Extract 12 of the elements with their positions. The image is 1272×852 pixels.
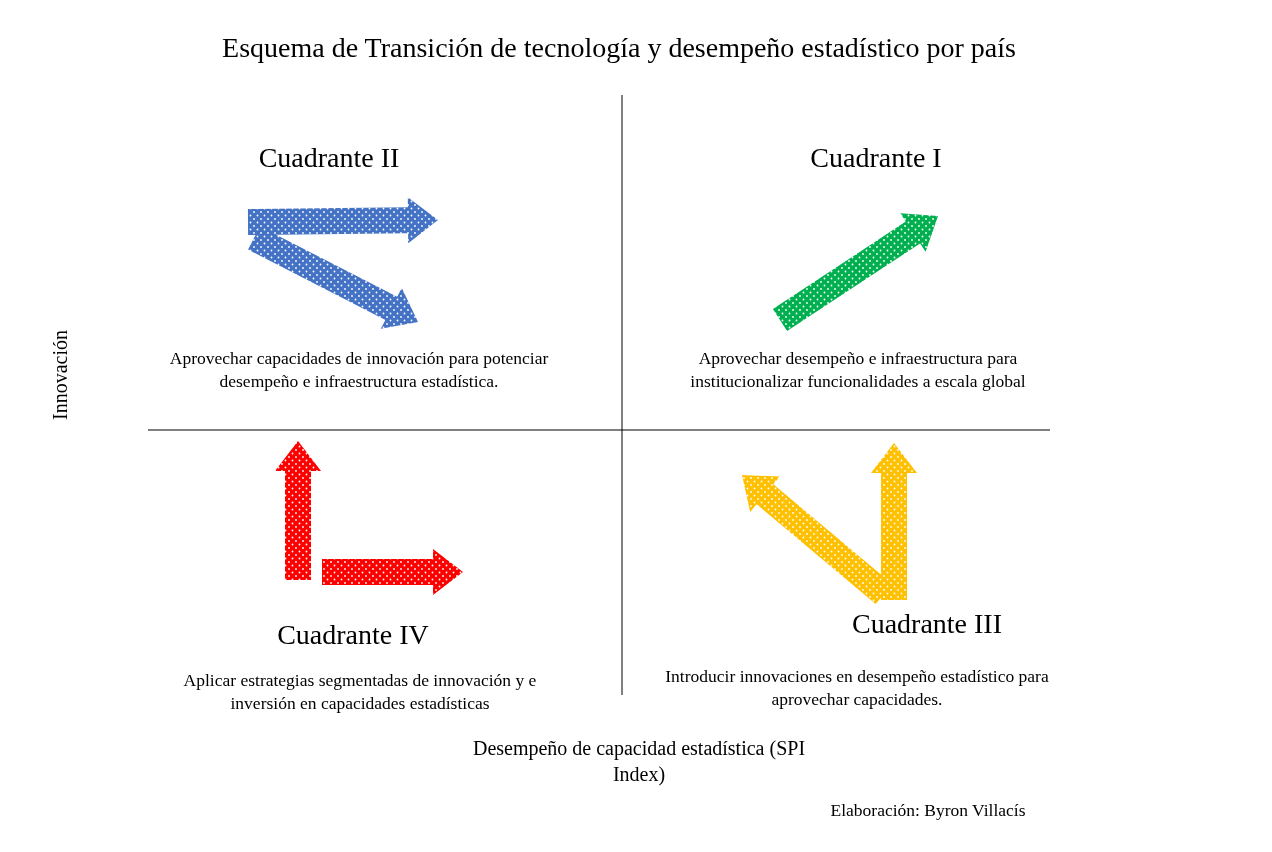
quadrant-heading: Cuadrante I [810,140,942,175]
quadrant-description: Aprovechar capacidades de innovación para potenciar desempeño e infraestructura estadística. [168,347,550,393]
axis-label: Innovación [48,330,72,420]
quadrant-description: Introducir innovaciones en desempeño estadístico para aprovechar capacidades. [664,665,1050,711]
diagram-title: Esquema de Transición de tecnología y desempeño estadístico por país [222,32,1016,64]
quadrant-heading: Cuadrante II [258,140,400,175]
quadrant-description: Aprovechar desempeño e infraestructura para institucionalizar funcionalidades a escala global [689,347,1027,393]
credit-note: Elaboración: Byron Villacís [830,798,1026,822]
quadrant-heading: Cuadrante III [852,606,1002,641]
quadrant-description: Aplicar estrategias segmentadas de innovación y e inversión en capacidades estadísticas [182,669,538,715]
quadrant-heading: Cuadrante IV [277,617,429,652]
axis-label: Desempeño de capacidad estadística (SPI Index) [471,736,807,787]
